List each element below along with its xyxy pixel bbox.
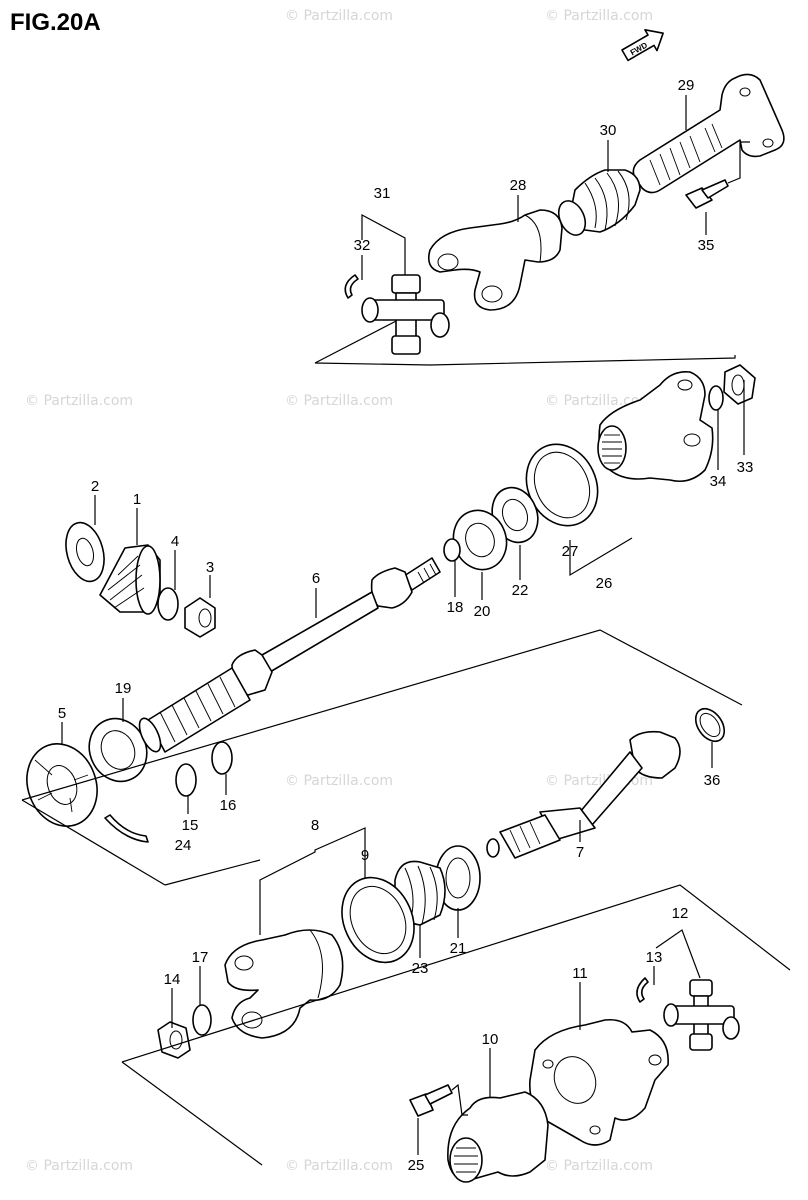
callout-27: 27 [562, 543, 579, 560]
callout-28: 28 [510, 177, 527, 194]
part-35-bolt [685, 179, 729, 209]
callout-25: 25 [408, 1157, 425, 1174]
watermark: © Partzilla.com [285, 1158, 393, 1174]
part-15-ring [175, 763, 197, 797]
callout-35: 35 [698, 237, 715, 254]
part-33-nut [723, 364, 756, 405]
part-13-circlip [636, 977, 649, 1003]
leader-line [451, 1083, 468, 1116]
callout-9: 9 [361, 847, 369, 864]
callout-31: 31 [374, 185, 391, 202]
callout-13: 13 [646, 949, 663, 966]
group-outline-middle [21, 629, 743, 801]
part-17-washer [192, 1004, 212, 1036]
callout-26: 26 [596, 575, 613, 592]
part-1-bevel-gear [99, 544, 161, 615]
callout-1: 1 [133, 491, 141, 508]
part-14-nut [157, 1021, 191, 1059]
callout-33: 33 [737, 459, 754, 476]
callout-4: 4 [171, 533, 179, 550]
watermark: © Partzilla.com [545, 8, 653, 24]
part-12-spider [663, 979, 740, 1051]
callout-15: 15 [182, 817, 199, 834]
part-25-bolt [409, 1084, 453, 1117]
group-outline-middle [21, 799, 166, 886]
part-31-spider [361, 274, 450, 355]
callout-18: 18 [447, 599, 464, 616]
callout-2: 2 [91, 478, 99, 495]
part-7-shaft [486, 730, 681, 859]
part-29-flanged-shaft [632, 73, 785, 194]
part-32-circlip [344, 274, 359, 299]
callout-14: 14 [164, 971, 181, 988]
part-3-nut [184, 597, 216, 638]
part-10-housing [447, 1091, 549, 1183]
fwd-arrow-icon: FWD [621, 29, 664, 62]
callout-21: 21 [450, 940, 467, 957]
part-30-boot [557, 169, 641, 236]
watermarks: © Partzilla.com © Partzilla.com © Partzi… [25, 8, 653, 1174]
part-19-bearing [88, 667, 251, 783]
watermark: © Partzilla.com [545, 1158, 653, 1174]
callouts: 1 2 3 4 5 6 7 8 9 10 11 12 13 14 15 16 1… [58, 77, 754, 1174]
part-16-ring [211, 741, 233, 775]
callout-34: 34 [710, 473, 727, 490]
group-outline-top [314, 317, 403, 364]
group-outline-middle [164, 859, 261, 886]
part-24-circlip [104, 814, 149, 843]
callout-30: 30 [600, 122, 617, 139]
callout-29: 29 [678, 77, 695, 94]
watermark: © Partzilla.com [25, 1158, 133, 1174]
callout-36: 36 [704, 772, 721, 789]
part-9-seal [341, 876, 415, 964]
leader-lines [61, 95, 745, 1155]
callout-11: 11 [572, 965, 588, 982]
callout-19: 19 [115, 680, 132, 697]
group-outline-top [429, 355, 736, 366]
part-11-flanged-yoke [528, 1018, 669, 1146]
callout-17: 17 [192, 949, 209, 966]
group-outline-lower [121, 1061, 263, 1166]
part-2-washer [65, 521, 105, 583]
callout-23: 23 [412, 960, 429, 977]
part-4-washer [157, 587, 179, 621]
callout-16: 16 [220, 797, 237, 814]
part-18-washer [443, 538, 461, 562]
callout-7: 7 [576, 844, 584, 861]
watermark: © Partzilla.com [545, 773, 653, 789]
group-outline-top [314, 362, 431, 366]
callout-8: 8 [311, 817, 319, 834]
callout-20: 20 [474, 603, 491, 620]
watermark: © Partzilla.com [285, 8, 393, 24]
watermark: © Partzilla.com [25, 393, 133, 409]
part-6-shaft [231, 557, 441, 696]
callout-3: 3 [206, 559, 214, 576]
part-5-gear [26, 743, 98, 827]
watermark: © Partzilla.com [285, 773, 393, 789]
callout-10: 10 [482, 1031, 499, 1048]
callout-12: 12 [672, 905, 689, 922]
part-28-yoke [427, 209, 563, 311]
watermark: © Partzilla.com [285, 393, 393, 409]
part-36-ring [694, 707, 726, 743]
middle-yoke [597, 370, 714, 483]
part-34-washer [708, 385, 724, 411]
callout-24: 24 [175, 837, 192, 854]
part-8-yoke [224, 929, 344, 1039]
leader-line [727, 141, 750, 184]
callout-6: 6 [312, 570, 320, 587]
figure-title: FIG.20A [10, 9, 101, 36]
group-outline-lower [121, 884, 791, 1063]
callout-32: 32 [354, 237, 371, 254]
callout-22: 22 [512, 582, 529, 599]
callout-5: 5 [58, 705, 66, 722]
